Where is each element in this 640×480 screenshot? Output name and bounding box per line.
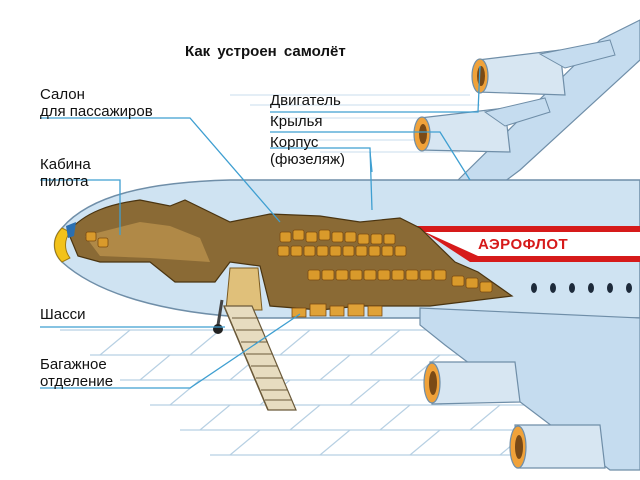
- label-cockpit: Кабина пилота: [40, 156, 91, 190]
- airline-logo-text: АЭРОФЛОТ: [478, 236, 569, 253]
- label-engine: Двигатель: [270, 92, 341, 109]
- lower-engine-2: [509, 424, 606, 469]
- nose-cone: [54, 227, 71, 263]
- label-fuselage: Корпус (фюзеляж): [270, 134, 346, 168]
- label-cargo-hold: Багажное отделение: [40, 356, 114, 390]
- upper-wing: [453, 19, 640, 186]
- runway-tiles: [60, 329, 640, 456]
- cabin-cutaway: [67, 199, 514, 311]
- door: [225, 267, 263, 311]
- passenger-seats: [85, 229, 493, 293]
- upper-engine-1: [471, 39, 616, 96]
- upper-engine-2: [413, 97, 551, 153]
- cargo: [291, 303, 383, 318]
- background-lines: [230, 94, 480, 153]
- label-passenger-cabin: Салон для пассажиров: [40, 86, 153, 120]
- lower-engine-1: [423, 361, 521, 405]
- label-wings: Крылья: [270, 113, 323, 130]
- windows: [531, 283, 632, 293]
- diagram-title: Как устроен самолёт: [185, 43, 346, 60]
- boarding-stairs: [223, 305, 297, 411]
- label-landing-gear: Шасси: [40, 306, 86, 323]
- leader-lines: [40, 65, 481, 389]
